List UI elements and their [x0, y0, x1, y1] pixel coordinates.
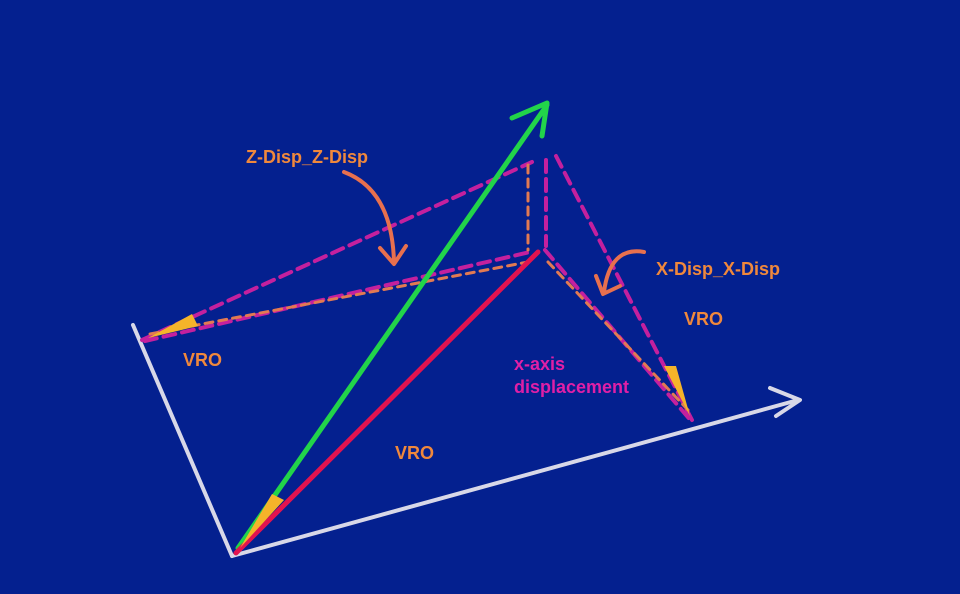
angle-markers: [148, 314, 690, 548]
orange-projection-lines: [148, 163, 690, 412]
green-vector: [235, 100, 550, 551]
z-disp-label: Z-Disp_Z-Disp: [246, 147, 368, 167]
vro-left-label: VRO: [183, 350, 222, 370]
vro-right-label: VRO: [684, 309, 723, 329]
pointer-arrows: [342, 170, 646, 296]
origin-angle-wedge: [240, 494, 284, 548]
x-axis-label-line2: displacement: [514, 377, 629, 397]
z-disp-orange-line: [148, 260, 530, 336]
x-disp-orange-line: [546, 260, 690, 412]
horizontal-axis: [230, 398, 800, 558]
x-axis-label-line1: x-axis: [514, 354, 565, 374]
z-disp-base-line: [143, 250, 532, 343]
horizontal-axis-arrowhead: [768, 386, 802, 418]
vro-center-label: VRO: [395, 443, 434, 463]
x-disp-label: X-Disp_X-Disp: [656, 259, 780, 279]
x-disp-pointer-arrow: [602, 249, 646, 294]
axes: [131, 323, 802, 558]
z-disp-pointer-arrow: [342, 170, 396, 264]
right-angle-wedge: [664, 366, 690, 416]
green-vector-shaft: [235, 102, 550, 551]
x-disp-pointer-arrowhead: [594, 274, 622, 296]
red-vector: [233, 249, 541, 556]
z-disp-outer-line: [140, 160, 534, 342]
green-vector-arrowhead: [509, 100, 550, 139]
vertical-axis: [131, 323, 234, 558]
z-disp-pointer-arrowhead: [378, 244, 408, 266]
left-angle-wedge: [148, 314, 198, 338]
